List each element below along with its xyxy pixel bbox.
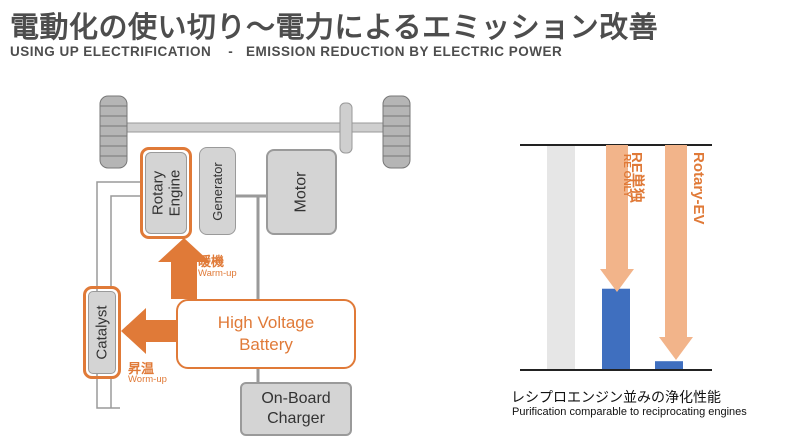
catalyst-label: Catalyst — [93, 305, 111, 360]
catalyst-box: Catalyst — [83, 286, 121, 379]
re-reduction-arrow-icon — [600, 145, 634, 292]
generator-box: Generator — [199, 147, 236, 235]
battery-box: High Voltage Battery — [176, 299, 356, 369]
chart-caption-ja: レシプロエンジン並みの浄化性能 — [511, 390, 721, 406]
purification-chart — [520, 144, 712, 371]
warmup-label-ja: 暖機 — [198, 255, 225, 270]
left-wheel-icon — [99, 95, 128, 169]
ev-reduction-arrow-icon — [659, 145, 693, 360]
page-subtitle: USING UP ELECTRIFICATION - EMISSION REDU… — [10, 44, 563, 59]
charger-box: On-Board Charger — [240, 382, 352, 436]
warmup-label-en: Warm-up — [198, 268, 237, 279]
wormup-label-en: Worm-up — [128, 374, 167, 385]
chart-caption-en: Purification comparable to reciprocating… — [512, 406, 747, 418]
exhaust-pipe-inner — [110, 195, 142, 286]
warmup-arrow-icon — [158, 238, 210, 299]
battery-label: High Voltage Battery — [217, 313, 315, 354]
bar-re-only — [602, 288, 630, 369]
rotary-engine-box: Rotary Engine — [140, 147, 192, 239]
rotary-engine-label: Rotary Engine — [149, 169, 183, 217]
generator-label: Generator — [210, 161, 226, 221]
motor-box: Motor — [266, 149, 337, 235]
wormup-label-ja: 昇温 — [128, 362, 155, 377]
page-title: 電動化の使い切り〜電力によるエミッション改善 — [10, 10, 659, 44]
right-wheel-icon — [382, 95, 411, 169]
differential — [339, 102, 353, 154]
rotary-ev-label: Rotary-EV — [690, 152, 707, 225]
wormup-arrow-icon — [121, 308, 178, 354]
bar-reciprocating — [547, 146, 575, 369]
re-only-sublabel: RE ONLY — [621, 154, 632, 198]
motor-label: Motor — [292, 171, 310, 213]
charger-label: On-Board Charger — [261, 390, 331, 427]
bar-rotary-ev — [655, 361, 683, 369]
